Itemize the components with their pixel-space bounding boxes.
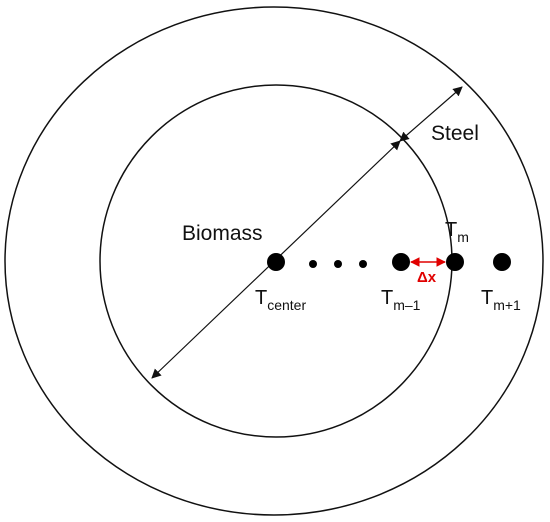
t-m-minus-1-label: Tm–1 <box>381 287 421 313</box>
biomass-label: Biomass <box>182 222 263 245</box>
t-center-label: Tcenter <box>255 287 306 313</box>
t-m-main: T <box>445 219 457 241</box>
t-center-main: T <box>255 287 267 309</box>
steel-thickness-arrow <box>399 86 463 142</box>
node-m-plus-1 <box>493 253 511 271</box>
t-m-plus-1-label: Tm+1 <box>481 287 521 313</box>
node-m <box>446 253 464 271</box>
t-m-plus-1-main: T <box>481 287 493 309</box>
ellipsis-dot-2 <box>334 260 342 268</box>
t-m-plus-1-sub: m+1 <box>493 297 521 313</box>
ellipsis-dot-3 <box>359 260 367 268</box>
steel-label: Steel <box>431 122 479 145</box>
t-m-minus-1-main: T <box>381 287 393 309</box>
node-center <box>267 253 285 271</box>
delta-x-label: Δx <box>417 269 437 286</box>
steel-outer-circle <box>4 6 544 516</box>
t-center-sub: center <box>267 297 306 313</box>
t-m-sub: m <box>457 229 469 245</box>
ellipsis-dot-1 <box>309 260 317 268</box>
t-m-minus-1-sub: m–1 <box>393 297 420 313</box>
t-m-label: Tm <box>445 219 469 245</box>
node-m-minus-1 <box>392 253 410 271</box>
